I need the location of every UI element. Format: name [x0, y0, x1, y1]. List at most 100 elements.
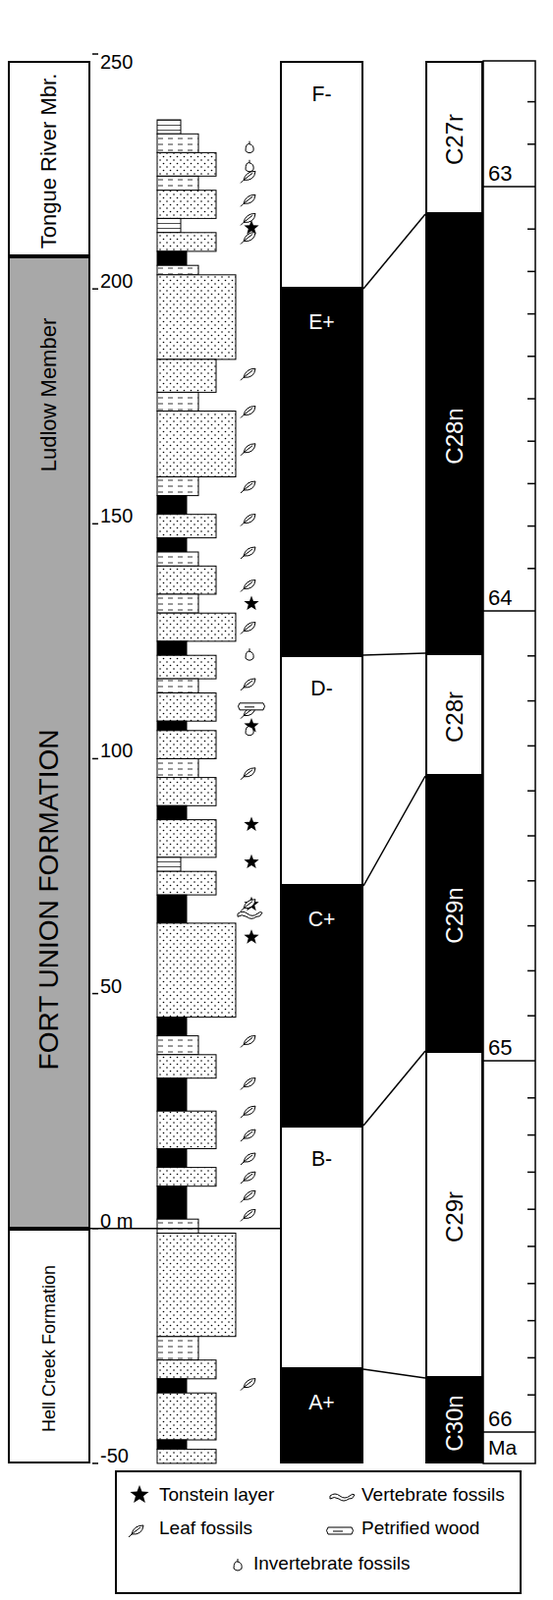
age-tick — [527, 227, 536, 230]
age-tick — [527, 655, 536, 658]
age-tick — [527, 1014, 536, 1017]
age-tick — [527, 1208, 536, 1211]
age-tick — [527, 1393, 536, 1396]
bed — [157, 1233, 236, 1337]
rotated-label: FORT UNION FORMATION — [34, 693, 63, 1106]
chron-box: C28n — [425, 214, 484, 654]
bed — [157, 1036, 199, 1055]
depth-label: 150 — [100, 505, 133, 526]
bed — [157, 1078, 187, 1112]
age-tick — [527, 745, 536, 748]
leaf-symbol — [240, 1153, 256, 1165]
age-scale-box — [483, 60, 536, 1464]
zone-label: F- — [281, 84, 362, 106]
bed — [157, 1379, 187, 1393]
leaf-symbol — [240, 547, 256, 559]
bed — [157, 175, 199, 190]
vertebrate-symbol — [330, 1493, 355, 1501]
age-line — [483, 609, 536, 612]
age-tick — [527, 1097, 536, 1100]
depth-label: -50 — [100, 1445, 129, 1466]
leaf-symbol — [240, 368, 256, 381]
age-line — [483, 1431, 536, 1434]
age-tick — [527, 789, 536, 792]
age-tick — [527, 925, 536, 928]
leaf-symbol — [240, 481, 256, 494]
age-label: 63 — [488, 163, 512, 185]
bed — [157, 805, 187, 820]
rotated-label: C30n — [442, 1383, 467, 1462]
bed — [157, 1392, 217, 1440]
bed — [157, 678, 199, 693]
bed — [157, 1054, 217, 1079]
depth-label: 200 — [100, 271, 133, 291]
rotated-label: C27r — [442, 66, 467, 213]
zone-label: E+ — [281, 312, 362, 333]
invertebrate-symbol — [245, 723, 254, 736]
bed — [157, 1218, 199, 1233]
bed — [157, 411, 236, 478]
leaf-symbol — [240, 232, 256, 245]
correlation-line — [363, 653, 426, 656]
leaf-symbol — [240, 1106, 256, 1118]
bed — [157, 1439, 187, 1450]
bed — [157, 641, 187, 656]
bed — [157, 730, 217, 760]
bed — [157, 133, 199, 153]
leaf-symbol — [240, 579, 256, 592]
legend-box — [115, 1471, 521, 1594]
zone-label: C+ — [281, 909, 362, 931]
invertebrate-symbol — [245, 648, 254, 661]
rotated-label: Hell Creek Formation — [40, 1235, 59, 1462]
legend-text: Leaf fossils — [159, 1518, 253, 1538]
bed — [157, 693, 217, 722]
leaf-symbol — [240, 1035, 256, 1048]
age-line — [483, 1059, 536, 1062]
bed — [157, 1017, 187, 1037]
bed — [157, 1360, 217, 1380]
tonstein-star — [243, 854, 259, 869]
leaf-symbol — [240, 213, 256, 225]
bed — [157, 1186, 187, 1220]
axis-tick — [92, 287, 99, 290]
correlation-line — [363, 1369, 426, 1379]
age-tick — [527, 1357, 536, 1360]
age-tick — [527, 397, 536, 400]
axis-tick — [92, 758, 99, 761]
rotated-label: C29n — [442, 781, 467, 1050]
age-tick — [527, 834, 536, 837]
leaf-symbol — [240, 899, 256, 912]
unit-box: Ludlow MemberFORT UNION FORMATION — [7, 256, 91, 1229]
bed — [157, 265, 199, 276]
invertebrate-symbol — [245, 160, 254, 172]
bed — [157, 190, 217, 220]
bed — [157, 655, 217, 679]
tonstein-star — [243, 816, 259, 831]
leaf-symbol — [240, 1190, 256, 1203]
age-label: 64 — [488, 587, 512, 609]
bed — [157, 594, 199, 613]
unit-box: Hell Creek Formation — [7, 1228, 91, 1464]
bed — [157, 496, 187, 515]
age-tick — [527, 440, 536, 443]
bed — [157, 1167, 217, 1187]
leaf-symbol — [240, 514, 256, 527]
age-label: 66 — [488, 1408, 512, 1431]
polarity-zone: C+ — [279, 885, 364, 1126]
chron-box: C27r — [425, 60, 484, 215]
correlation-line — [363, 214, 426, 289]
bed — [157, 232, 217, 252]
leaf-symbol — [240, 194, 256, 207]
age-tick — [527, 313, 536, 316]
leaf-symbol — [240, 1129, 256, 1142]
bed — [157, 514, 217, 539]
chron-box: C29n — [425, 775, 484, 1051]
polarity-zone: D- — [279, 655, 364, 886]
zone-label: B- — [281, 1149, 362, 1170]
axis-tick — [92, 523, 99, 526]
rotated-label: Tongue River Mbr. — [37, 72, 60, 250]
zone-label: D- — [281, 678, 362, 700]
depth-label: 250 — [100, 52, 133, 72]
bed — [157, 612, 236, 642]
age-tick — [527, 1171, 536, 1174]
